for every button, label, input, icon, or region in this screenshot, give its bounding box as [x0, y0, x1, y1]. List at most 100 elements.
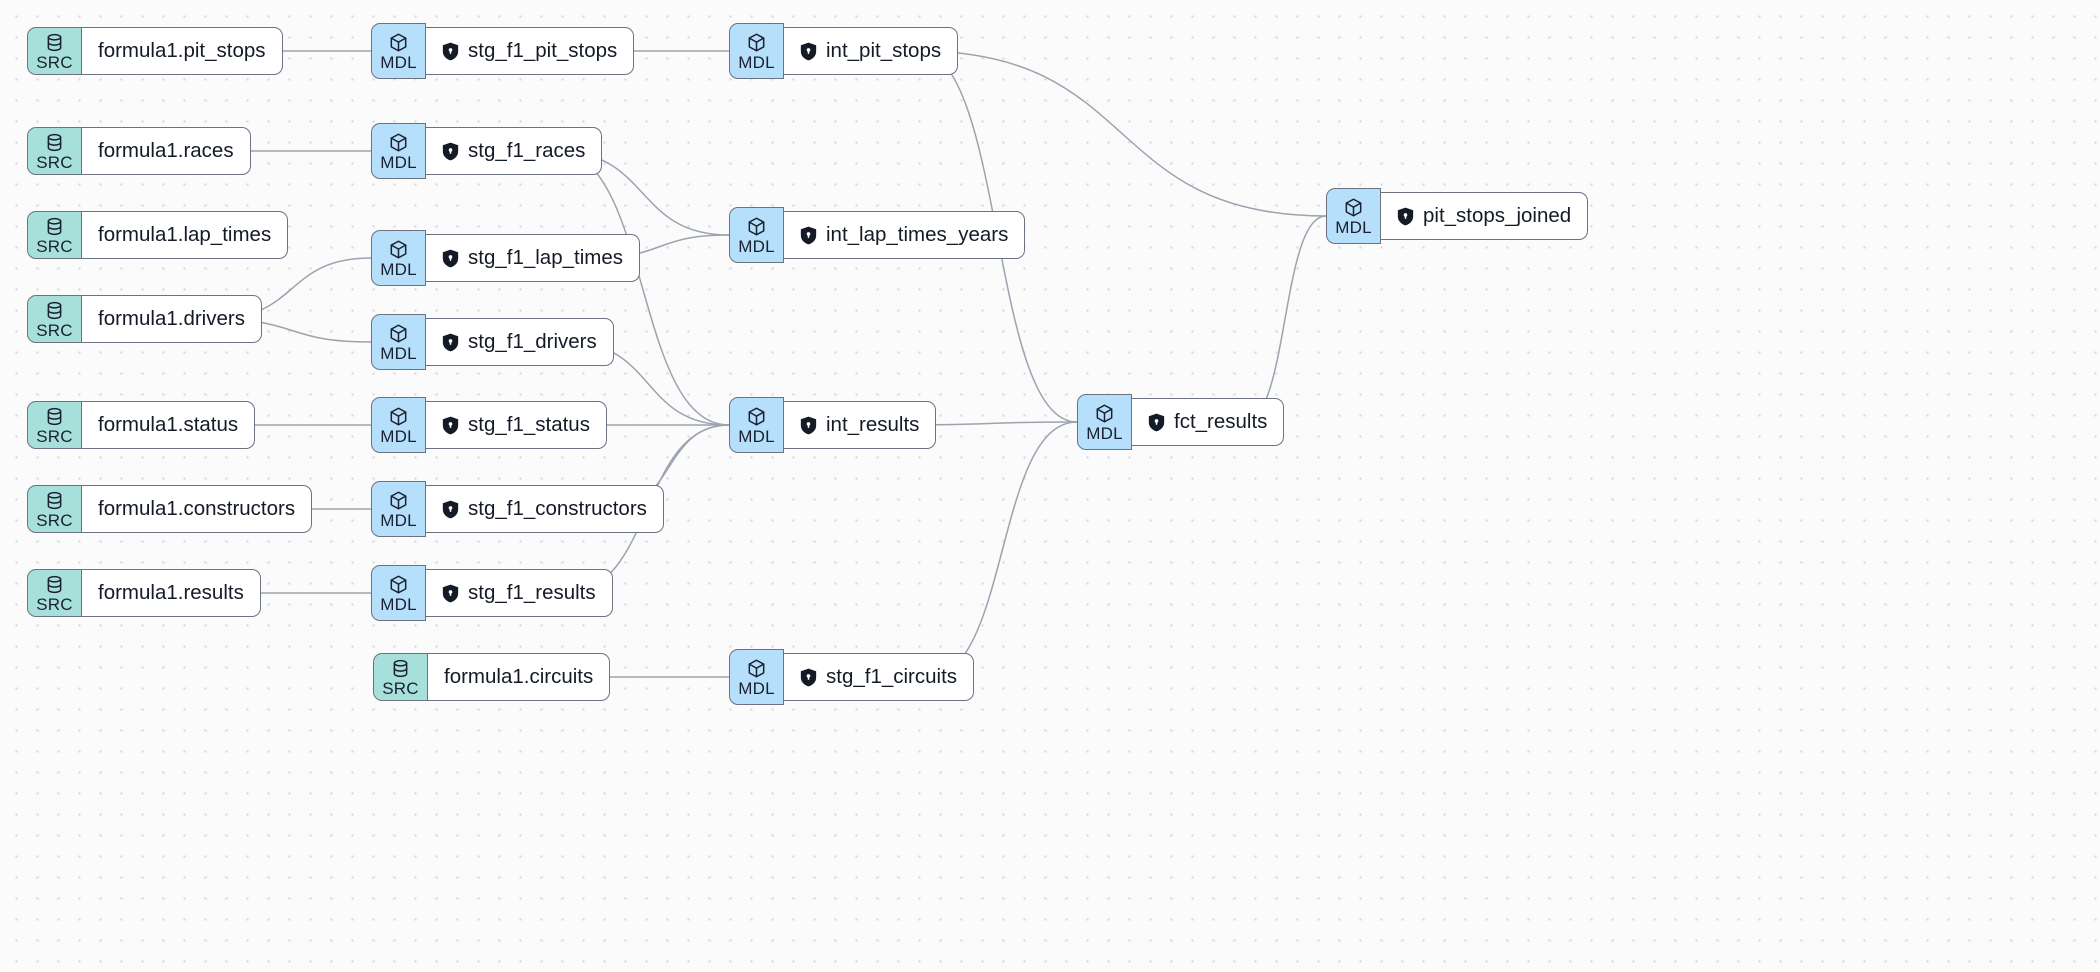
cube-icon	[748, 33, 765, 51]
node-type-badge-mdl: MDL	[729, 649, 784, 705]
node-body[interactable]: formula1.drivers	[82, 295, 262, 343]
node-body[interactable]: stg_f1_drivers	[426, 318, 614, 366]
node-body[interactable]: formula1.races	[82, 127, 251, 175]
shield-lock-icon	[442, 142, 459, 160]
node-type-label: MDL	[380, 152, 417, 172]
dag-node-src_circuits[interactable]: SRC formula1.circuits	[373, 653, 611, 701]
node-label: stg_f1_lap_times	[468, 245, 623, 269]
database-icon	[47, 217, 62, 235]
node-type-label: SRC	[36, 320, 73, 340]
node-type-badge-src: SRC	[27, 569, 82, 617]
node-type-label: SRC	[36, 152, 73, 172]
node-label: formula1.circuits	[444, 664, 594, 688]
dag-node-stg_results[interactable]: MDL stg_f1_results	[371, 565, 613, 621]
node-body[interactable]: formula1.lap_times	[82, 211, 289, 259]
shield-lock-icon	[800, 416, 817, 434]
dag-node-src_status[interactable]: SRC formula1.status	[27, 401, 256, 449]
node-type-label: MDL	[380, 426, 417, 446]
node-type-badge-src: SRC	[27, 401, 82, 449]
node-body[interactable]: stg_f1_status	[426, 401, 607, 449]
node-type-badge-mdl: MDL	[729, 397, 784, 453]
cube-icon	[748, 217, 765, 235]
node-label: formula1.races	[98, 138, 234, 162]
node-type-label: MDL	[380, 259, 417, 279]
node-body[interactable]: formula1.circuits	[428, 653, 611, 701]
dag-node-stg_pit_stops[interactable]: MDL stg_f1_pit_stops	[371, 23, 635, 79]
dag-node-fct_results[interactable]: MDL fct_results	[1077, 394, 1285, 450]
dag-node-src_constructors[interactable]: SRC formula1.constructors	[27, 485, 313, 533]
node-label: fct_results	[1174, 409, 1268, 433]
node-body[interactable]: stg_f1_races	[426, 127, 603, 175]
node-type-label: SRC	[36, 426, 73, 446]
cube-icon	[390, 575, 407, 593]
node-label: stg_f1_constructors	[468, 496, 647, 520]
dag-node-stg_constructors[interactable]: MDL stg_f1_constructors	[371, 481, 664, 537]
database-icon	[47, 491, 62, 509]
node-type-badge-src: SRC	[373, 653, 428, 701]
node-label: stg_f1_circuits	[826, 664, 958, 688]
node-body[interactable]: pit_stops_joined	[1381, 192, 1589, 240]
cube-icon	[1345, 198, 1362, 216]
node-type-badge-src: SRC	[27, 127, 82, 175]
dag-node-src_races[interactable]: SRC formula1.races	[27, 127, 251, 175]
dag-node-stg_status[interactable]: MDL stg_f1_status	[371, 397, 607, 453]
shield-lock-icon	[442, 416, 459, 434]
node-label: stg_f1_results	[468, 580, 596, 604]
shield-lock-icon	[1397, 207, 1414, 225]
shield-lock-icon	[442, 333, 459, 351]
node-type-label: MDL	[380, 510, 417, 530]
node-body[interactable]: formula1.status	[82, 401, 256, 449]
node-type-badge-mdl: MDL	[1326, 188, 1381, 244]
database-icon	[47, 133, 62, 151]
dag-node-int_results[interactable]: MDL int_results	[729, 397, 937, 453]
cube-icon	[390, 324, 407, 342]
cube-icon	[390, 491, 407, 509]
node-type-label: MDL	[380, 52, 417, 72]
node-type-badge-mdl: MDL	[371, 23, 426, 79]
database-icon	[393, 659, 408, 677]
shield-lock-icon	[442, 500, 459, 518]
node-type-label: MDL	[738, 236, 775, 256]
dag-node-stg_lap_times[interactable]: MDL stg_f1_lap_times	[371, 230, 640, 286]
node-type-label: SRC	[36, 510, 73, 530]
dag-node-src_drivers[interactable]: SRC formula1.drivers	[27, 295, 262, 343]
dag-node-stg_drivers[interactable]: MDL stg_f1_drivers	[371, 314, 614, 370]
node-body[interactable]: formula1.pit_stops	[82, 27, 283, 75]
node-body[interactable]: int_pit_stops	[784, 27, 959, 75]
node-body[interactable]: formula1.results	[82, 569, 261, 617]
shield-lock-icon	[800, 226, 817, 244]
node-body[interactable]: stg_f1_lap_times	[426, 234, 640, 282]
node-body[interactable]: int_results	[784, 401, 937, 449]
node-body[interactable]: stg_f1_constructors	[426, 485, 664, 533]
node-type-badge-mdl: MDL	[371, 565, 426, 621]
dag-node-stg_circuits[interactable]: MDL stg_f1_circuits	[729, 649, 975, 705]
node-body[interactable]: int_lap_times_years	[784, 211, 1026, 259]
shield-lock-icon	[442, 42, 459, 60]
node-type-badge-src: SRC	[27, 485, 82, 533]
node-body[interactable]: formula1.constructors	[82, 485, 313, 533]
node-type-badge-mdl: MDL	[371, 123, 426, 179]
node-type-label: MDL	[738, 426, 775, 446]
node-body[interactable]: stg_f1_pit_stops	[426, 27, 635, 75]
node-type-label: SRC	[382, 678, 419, 698]
node-type-badge-mdl: MDL	[371, 314, 426, 370]
node-body[interactable]: fct_results	[1132, 398, 1285, 446]
cube-icon	[390, 33, 407, 51]
shield-lock-icon	[1148, 413, 1165, 431]
cube-icon	[748, 407, 765, 425]
edge-stg_races-to-int_results	[555, 150, 730, 426]
node-type-badge-mdl: MDL	[1077, 394, 1132, 450]
node-label: stg_f1_drivers	[468, 329, 597, 353]
dag-node-stg_races[interactable]: MDL stg_f1_races	[371, 123, 603, 179]
node-body[interactable]: stg_f1_results	[426, 569, 613, 617]
node-type-badge-mdl: MDL	[371, 230, 426, 286]
node-body[interactable]: stg_f1_circuits	[784, 653, 975, 701]
shield-lock-icon	[442, 584, 459, 602]
dag-node-int_lap_times_years[interactable]: MDL int_lap_times_years	[729, 207, 1026, 263]
